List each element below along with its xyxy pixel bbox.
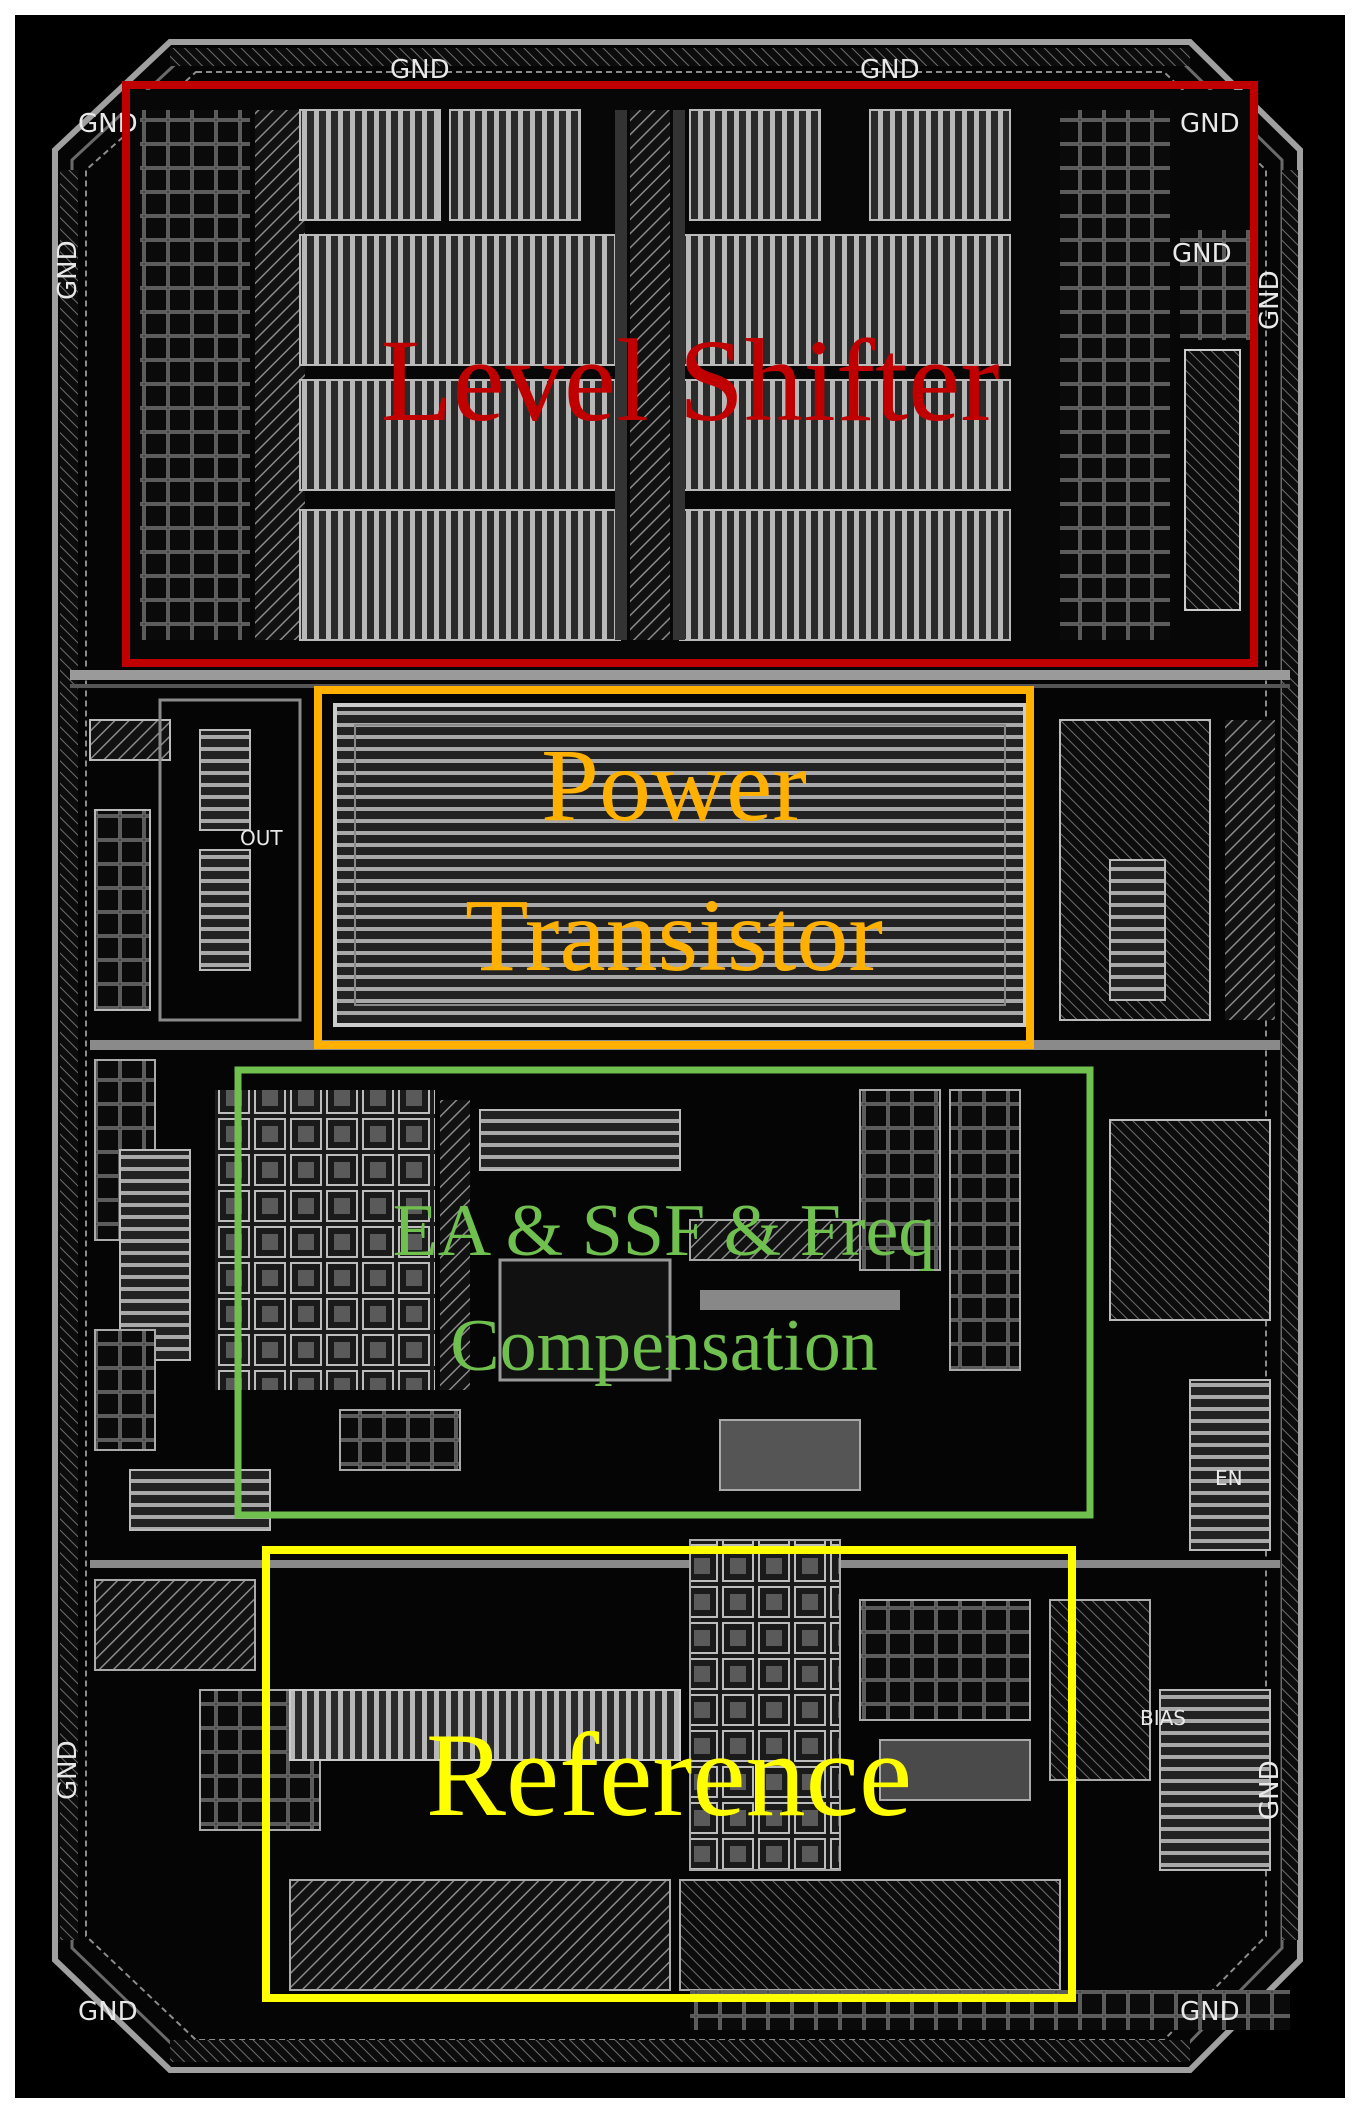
gnd-pad-left-lower: GND (53, 1740, 83, 1800)
reference-label-line-1: Reference (426, 1708, 912, 1841)
level-shifter-layout (130, 90, 1250, 660)
gnd-pad-corner-bl: GND (78, 1997, 138, 2027)
reference-layout (90, 1539, 1290, 2030)
ea-ssf-box (234, 1066, 1094, 1519)
gnd-pad-top-left: GND (390, 55, 450, 85)
ea-ssf-label-line-1: EA & SSF & Freq (393, 1190, 936, 1272)
gnd-pad-right-lower: GND (1255, 1760, 1285, 1820)
gnd-pad-left-vertical: GND (53, 240, 83, 300)
power-transistor-layout (89, 698, 1275, 1027)
bias-pad-label: BIAS (1140, 1706, 1186, 1730)
ea-ssf-label-line-2: Compensation (450, 1305, 878, 1387)
out-pad-label: OUT (240, 826, 283, 850)
power-transistor-box (314, 686, 1034, 1049)
gnd-pad-corner-br: GND (1180, 1997, 1240, 2027)
gnd-pad-right-upper: GND (1172, 239, 1232, 269)
gnd-pad-corner-tr: GND (1180, 109, 1240, 139)
power-transistor-label-line-1: Power (541, 728, 807, 843)
en-pad-label: EN (1215, 1466, 1243, 1490)
reference-box (262, 1546, 1076, 2002)
gnd-pad-top-right: GND (860, 55, 920, 85)
ea-ssf-layout (90, 1040, 1280, 1551)
pad-labels: GND GND GND GND GND GND GND GND GND GND … (53, 55, 1285, 2027)
level-shifter-box (122, 81, 1258, 667)
level-shifter-label-line-1: Level Shifter (380, 315, 999, 446)
power-transistor-label-line-2: Transistor (465, 878, 883, 993)
gnd-pad-right-vertical: GND (1255, 270, 1285, 330)
